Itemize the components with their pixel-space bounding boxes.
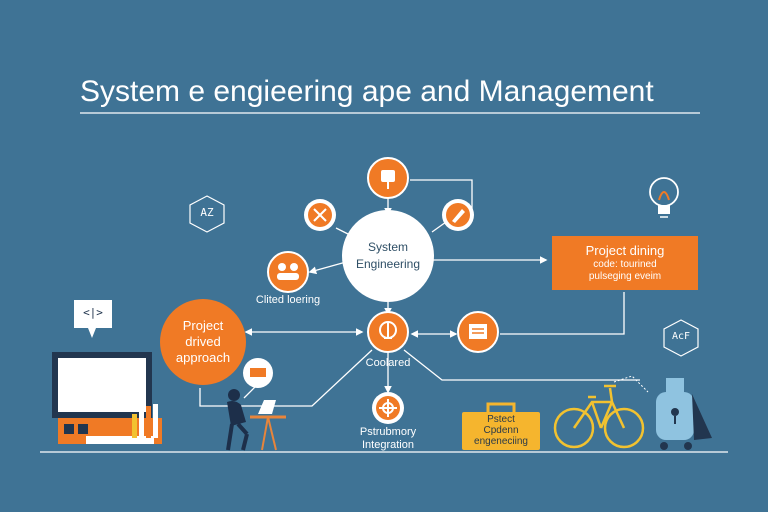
project-approach-label: Project drived approach bbox=[160, 318, 246, 366]
connector-to-people bbox=[308, 261, 347, 275]
node-people bbox=[267, 251, 309, 293]
node-center bbox=[367, 311, 409, 353]
briefcase-line3: engeneciing bbox=[474, 436, 528, 447]
integration-label: Pstrubmory Integration bbox=[344, 426, 432, 452]
plug-icon bbox=[381, 170, 395, 182]
connector-center-person bbox=[199, 349, 373, 407]
connector-lines bbox=[199, 179, 640, 407]
cloud-learning-label: Clited loering bbox=[255, 294, 321, 306]
hex-badge-left-text: AZ bbox=[200, 206, 214, 219]
node-upper-right bbox=[442, 199, 474, 231]
hub-label-line1: System bbox=[367, 240, 408, 254]
brain-icon bbox=[379, 321, 397, 339]
document-icon bbox=[469, 324, 487, 339]
hexagon-badge-right bbox=[663, 319, 699, 357]
bicycle-icon bbox=[553, 375, 649, 449]
robot-figure bbox=[656, 378, 712, 450]
briefcase-label: Pstect Cpdenn engeneciing bbox=[462, 414, 540, 447]
chat-bubble-icon bbox=[243, 358, 273, 388]
desktop-workstation bbox=[52, 300, 162, 444]
briefcase-line2: Cpdenn bbox=[483, 425, 519, 436]
hub-label: System Engineering bbox=[342, 239, 434, 273]
people-icon bbox=[277, 263, 299, 280]
page-title: System e engieering ape and Management bbox=[80, 75, 654, 108]
code-bubble-text: <|> bbox=[83, 306, 103, 319]
tools-icon bbox=[313, 208, 327, 222]
integration-label-line1: Pstrubmory bbox=[359, 426, 417, 438]
coolared-label: Coolared bbox=[365, 357, 411, 369]
info-box bbox=[552, 236, 698, 290]
node-integration bbox=[372, 392, 404, 424]
rocket-icon bbox=[452, 209, 465, 223]
connector-top-right bbox=[410, 179, 473, 210]
info-box-line2: code: tourined bbox=[593, 259, 657, 270]
info-box-line1: Project dining bbox=[585, 243, 665, 258]
project-approach-circle bbox=[160, 299, 246, 385]
lightbulb-icon bbox=[649, 177, 679, 218]
connector-chat bbox=[243, 385, 257, 399]
project-approach-line3: approach bbox=[175, 350, 231, 365]
briefcase-icon bbox=[462, 402, 540, 450]
project-approach-line2: drived bbox=[185, 334, 221, 349]
integration-label-line2: Integration bbox=[362, 439, 414, 451]
node-upper-left bbox=[304, 199, 336, 231]
hexagon-badge-left bbox=[189, 195, 225, 233]
hex-badge-right-text: AcF bbox=[671, 331, 691, 342]
project-approach-line1: Project bbox=[182, 318, 224, 333]
connector-upper-right bbox=[431, 221, 447, 233]
info-box-text: Project dining code: tourined pulseging … bbox=[552, 243, 698, 283]
briefcase-line1: Pstect bbox=[487, 414, 515, 425]
gear-icon bbox=[379, 399, 397, 417]
connector-center-bike bbox=[403, 349, 640, 381]
node-top bbox=[367, 157, 409, 199]
node-document bbox=[457, 311, 499, 353]
connector-right-infobox bbox=[500, 292, 625, 335]
person-at-laptop bbox=[226, 389, 286, 451]
hub-label-line2: Engineering bbox=[355, 257, 421, 271]
laptop-icon bbox=[258, 400, 276, 414]
hub-circle bbox=[342, 210, 434, 302]
info-box-line3: pulseging eveim bbox=[588, 271, 662, 282]
